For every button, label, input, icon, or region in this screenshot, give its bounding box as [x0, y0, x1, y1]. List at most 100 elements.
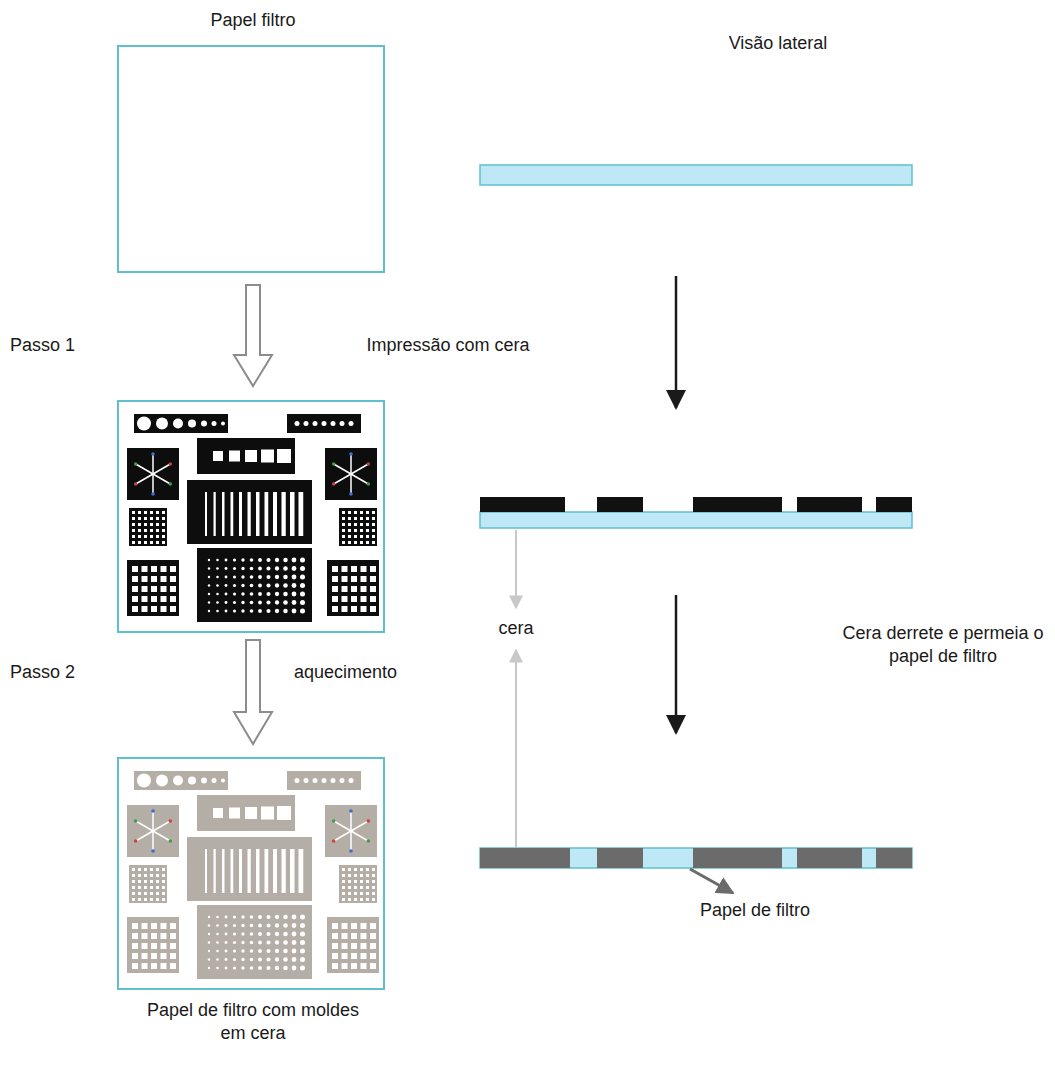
channel [342, 596, 348, 602]
well [233, 932, 236, 935]
well [156, 775, 168, 787]
step-arrow [234, 640, 272, 744]
channel [332, 566, 338, 572]
wax-block [597, 497, 643, 512]
well [292, 609, 297, 614]
channel [351, 963, 357, 969]
well [241, 601, 244, 604]
channel [138, 898, 141, 901]
channel [170, 963, 176, 969]
material-label: cera [476, 617, 556, 640]
channel [132, 892, 135, 895]
well [233, 915, 236, 918]
well [292, 915, 297, 920]
material-label: Papel de filtro [700, 899, 890, 922]
well [216, 567, 219, 570]
well [275, 575, 279, 579]
well [250, 932, 254, 936]
well [241, 558, 244, 561]
wax-region [597, 848, 643, 868]
channel [342, 963, 348, 969]
channel [282, 492, 286, 536]
well [300, 914, 305, 919]
channel [348, 886, 351, 889]
channel [282, 849, 286, 893]
channel [222, 849, 225, 893]
well [241, 609, 244, 612]
channel [156, 868, 159, 871]
channel [152, 812, 154, 831]
wax-shape [327, 917, 379, 973]
channel [335, 474, 351, 484]
channel [132, 886, 135, 889]
well [201, 421, 207, 427]
channel [132, 923, 138, 929]
channel [360, 880, 363, 883]
channel [132, 868, 135, 871]
well [241, 932, 244, 935]
channel [162, 868, 165, 871]
channel [372, 898, 375, 901]
well [169, 839, 173, 843]
channel [162, 880, 165, 883]
channel [372, 517, 375, 520]
well [367, 839, 371, 843]
well [225, 610, 228, 613]
well [283, 932, 288, 937]
well [300, 923, 305, 928]
well [201, 778, 207, 784]
well [216, 941, 219, 944]
well [233, 966, 236, 969]
channel [142, 963, 148, 969]
channel [151, 933, 157, 939]
channel [354, 511, 357, 514]
channel [332, 586, 338, 592]
channel [348, 868, 351, 871]
channel [162, 529, 165, 532]
channel [132, 606, 138, 612]
well [275, 558, 279, 562]
channel [161, 923, 167, 929]
channel [156, 541, 159, 544]
channel [162, 892, 165, 895]
well [233, 949, 236, 952]
channel [150, 868, 153, 871]
well [169, 819, 173, 823]
well [300, 948, 305, 953]
well [275, 583, 279, 587]
paper-sheet: Papel de filtro com moldes em cera [117, 757, 385, 990]
well [233, 601, 236, 604]
well [208, 916, 210, 918]
well [300, 600, 305, 605]
well [283, 915, 288, 920]
well [258, 601, 262, 605]
channel [151, 586, 157, 592]
channel [138, 529, 141, 532]
well [292, 566, 297, 571]
wax-shape [197, 438, 295, 474]
well [208, 559, 210, 561]
channel [361, 576, 367, 582]
well [292, 575, 297, 580]
channel [335, 465, 351, 475]
channel [354, 868, 357, 871]
wax-shape [197, 548, 312, 622]
channel [360, 523, 363, 526]
well [250, 575, 254, 579]
channel [354, 874, 357, 877]
wax-block [480, 497, 565, 512]
well [173, 419, 183, 429]
channel [351, 474, 367, 484]
well [134, 482, 138, 486]
well [275, 966, 279, 970]
channel [354, 892, 357, 895]
process-label: Cera derrete e permeia o papel de filtro [836, 622, 1050, 669]
well [331, 421, 336, 426]
channel [153, 474, 169, 484]
channel [132, 933, 138, 939]
channel [132, 517, 135, 520]
well [151, 809, 155, 813]
well [266, 957, 270, 961]
channel [156, 517, 159, 520]
well [216, 576, 219, 579]
